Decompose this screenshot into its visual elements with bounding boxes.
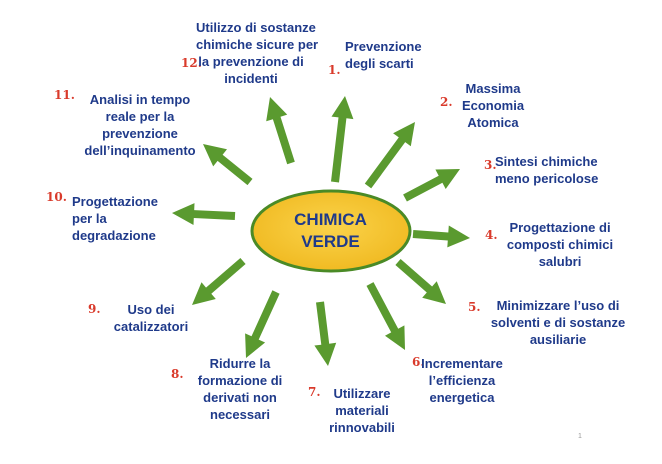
principle-8-line-4: necessari <box>210 407 270 422</box>
principle-9-line-2: catalizzatori <box>113 319 189 334</box>
arrow-4 <box>412 225 470 248</box>
principle-7-label: Utilizzare materiali rinnovabili <box>320 385 404 436</box>
arrow-5 <box>395 259 446 304</box>
principle-8-line-2: formazione di <box>197 373 283 388</box>
principle-11-label: Analisi in tempo reale per la prevenzione d… <box>72 91 208 159</box>
principle-12-line-4: incidenti <box>224 71 278 86</box>
principle-4-line-1: Progettazione di <box>509 220 611 235</box>
principle-3-line-1: Sintesi chimiche <box>495 154 598 169</box>
principle-9-line-1: Uso dei <box>127 302 175 317</box>
principle-6-label: Incrementare l’efficienza energetica <box>418 355 506 406</box>
principle-8-number: 8. <box>171 367 184 381</box>
principle-11-line-1: Analisi in tempo <box>89 92 191 107</box>
center-ellipse <box>250 189 412 273</box>
principle-5-number: 5. <box>468 300 481 314</box>
principle-5-line-3: ausiliarie <box>529 332 587 347</box>
principle-10-line-2: per la <box>72 211 107 226</box>
principle-11-number: 11. <box>54 88 75 102</box>
principle-3-line-2: meno pericolose <box>495 171 599 186</box>
principle-4-number: 4. <box>485 228 498 242</box>
principle-11-line-3: prevenzione <box>102 126 178 141</box>
principle-7-line-2: materiali <box>335 403 389 418</box>
principle-12-line-3: la prevenzione di <box>198 54 304 69</box>
principle-10-line-3: degradazione <box>72 228 156 243</box>
center-label-line2: VERDE <box>301 232 360 251</box>
principle-6-line-2: l’efficienza <box>428 373 496 388</box>
arrows-group <box>172 96 470 366</box>
principle-4-label: Progettazione di composti chimici salubri <box>500 219 620 270</box>
principle-5-line-2: solventi e di sostanze <box>490 315 626 330</box>
principle-9-number: 9. <box>88 302 101 316</box>
arrow-2 <box>364 122 415 189</box>
principle-9-label: Uso dei catalizzatori <box>110 301 192 335</box>
principle-6-line-1: Incrementare <box>421 356 503 371</box>
principle-12-line-1: Utilizzo di sostanze <box>196 20 316 35</box>
principle-12-label: Utilizzo di sostanze chimiche sicure per l… <box>196 19 319 87</box>
principle-11-line-2: reale per la <box>105 109 175 124</box>
principle-2-line-2: Economia <box>461 98 525 113</box>
principle-6-line-3: energetica <box>429 390 495 405</box>
principle-7-number: 7. <box>308 385 321 399</box>
principle-2-line-1: Massima <box>465 81 521 96</box>
principle-5-label: Minimizzare l’uso di solventi e di sostan… <box>488 297 628 348</box>
arrow-12 <box>266 97 295 165</box>
principle-8-line-3: derivati non <box>203 390 277 405</box>
principle-10-number: 10. <box>46 190 67 204</box>
principle-6-number: 6. <box>412 355 425 369</box>
principle-1-line-1: Prevenzione <box>345 39 422 54</box>
principle-1-number: 1. <box>328 63 341 77</box>
principle-12-line-2: chimiche sicure per <box>196 37 319 52</box>
arrow-7 <box>314 301 337 366</box>
arrow-3 <box>403 169 460 202</box>
arrow-10 <box>172 203 236 225</box>
principle-3-number: 3. <box>484 158 497 172</box>
arrow-9 <box>192 258 246 305</box>
principle-10-line-1: Progettazione <box>72 194 158 209</box>
principle-7-line-3: rinnovabili <box>329 420 395 435</box>
arrow-6 <box>366 282 405 350</box>
principle-3-label: Sintesi chimiche meno pericolose <box>495 153 615 187</box>
principle-1-line-2: degli scarti <box>345 56 414 71</box>
principle-4-line-3: salubri <box>538 254 582 269</box>
center-label-line1: CHIMICA <box>294 210 367 229</box>
principle-10-label: Progettazione per la degradazione <box>72 193 170 244</box>
arrow-11 <box>203 144 253 186</box>
page-marker: 1 <box>578 433 582 440</box>
arrow-1 <box>331 96 354 183</box>
principle-12-number: 12. <box>181 56 202 70</box>
principle-2-line-3: Atomica <box>467 115 519 130</box>
principle-1-label: Prevenzione degli scarti <box>345 38 435 72</box>
center-label: CHIMICA VERDE <box>252 192 409 270</box>
principle-5-line-1: Minimizzare l’uso di <box>496 298 620 313</box>
principle-7-line-1: Utilizzare <box>333 386 391 401</box>
arrow-8 <box>245 290 280 358</box>
principle-4-line-2: composti chimici <box>506 237 614 252</box>
principle-11-line-4: dell’inquinamento <box>84 143 196 158</box>
principle-8-line-1: Ridurre la <box>209 356 271 371</box>
principle-8-label: Ridurre la formazione di derivati non neces… <box>190 355 290 423</box>
principle-2-number: 2. <box>440 95 453 109</box>
